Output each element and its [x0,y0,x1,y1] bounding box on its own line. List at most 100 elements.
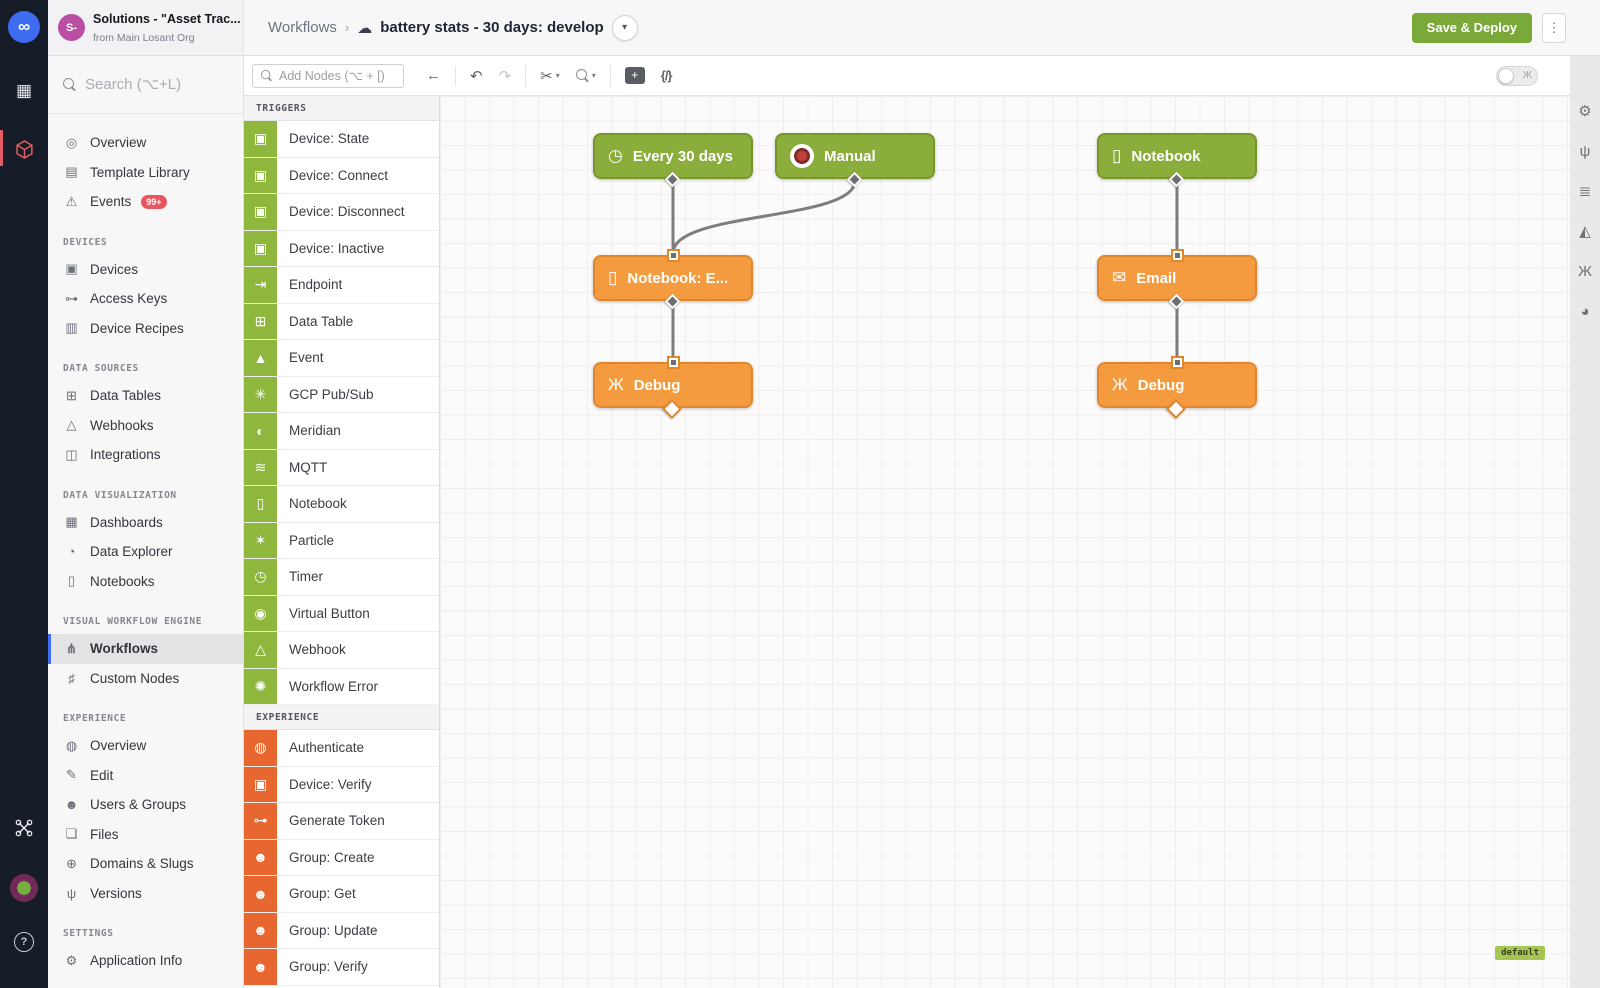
sidebar-item-users-groups[interactable]: ☻Users & Groups [48,790,243,820]
sidebar-item-domains-slugs[interactable]: ⊕Domains & Slugs [48,849,243,879]
palette-node-label: Device: Connect [289,167,389,183]
workflow-versions-icon[interactable]: ψ [1579,143,1591,160]
palette-node-mqtt[interactable]: ≋MQTT [244,449,439,486]
payload-braces-icon[interactable]: {/} [653,68,680,83]
save-deploy-button[interactable]: Save & Deploy [1411,12,1532,43]
palette-node-timer[interactable]: ◷Timer [244,559,439,596]
sidebar-item-custom-nodes[interactable]: ♯Custom Nodes [48,664,243,694]
sidebar-item-overview[interactable]: ◍Overview [48,731,243,761]
sidebar-item-integrations[interactable]: ◫Integrations [48,440,243,470]
node-notebook-execute[interactable]: ▯Notebook: E... [593,249,753,310]
device-recipes-icon: ▥ [65,320,78,336]
access-keys-icon: ⊶ [65,290,78,306]
sidebar-item-label: Users & Groups [90,797,187,813]
input-port[interactable] [666,356,680,369]
rail-organization-button[interactable] [0,817,48,839]
workflow-storage-icon[interactable]: ≣ [1578,183,1592,200]
palette-node-device-connect[interactable]: ▣Device: Connect [244,157,439,194]
palette-node-group-verify[interactable]: ☻Group: Verify [244,949,439,986]
rail-application-button[interactable] [0,138,48,160]
palette-node-device-state[interactable]: ▣Device: State [244,121,439,158]
debug-mode-toggle[interactable]: Ж [1496,65,1538,86]
rail-user-avatar[interactable] [0,874,48,902]
sidebar-item-application-info[interactable]: ⚙Application Info [48,946,243,976]
losant-logo[interactable]: ∞ [0,11,48,43]
group-update-icon: ☻ [244,912,277,948]
palette-node-endpoint[interactable]: ⇥Endpoint [244,267,439,304]
workflow-menu-button[interactable]: ⋮ [1542,12,1566,43]
sidebar-search-input[interactable] [85,76,228,93]
palette-node-gcp-pub-sub[interactable]: ✳GCP Pub/Sub [244,376,439,413]
rail-help-button[interactable]: ? [0,932,48,952]
add-nodes-input[interactable] [279,68,396,83]
palette-node-device-inactive[interactable]: ▣Device: Inactive [244,230,439,267]
zoom-icon[interactable]: ▾ [568,69,604,82]
node-email[interactable]: ✉Email [1097,249,1257,310]
solution-switcher[interactable]: S- Solutions - "Asset Trac... from Main … [48,0,244,55]
sidebar-item-data-tables[interactable]: ⊞Data Tables [48,381,243,411]
sidebar-item-edit[interactable]: ✎Edit [48,761,243,791]
back-icon[interactable]: ← [418,67,449,84]
sidebar-item-webhooks[interactable]: △Webhooks [48,411,243,441]
palette-node-device-disconnect[interactable]: ▣Device: Disconnect [244,194,439,231]
palette-node-group-get[interactable]: ☻Group: Get [244,876,439,913]
palette-node-label: Meridian [289,423,341,439]
breadcrumb-workflows-link[interactable]: Workflows [268,19,337,36]
node-notebook-trigger[interactable]: ▯Notebook [1097,133,1257,188]
palette-node-generate-token[interactable]: ⊶Generate Token [244,803,439,840]
sidebar-search[interactable] [48,56,243,114]
palette-node-label: Device: Verify [289,776,372,792]
palette-node-data-table[interactable]: ⊞Data Table [244,303,439,340]
workflow-metrics-icon[interactable]: ◭ [1579,223,1591,240]
palette-node-workflow-error[interactable]: ✺Workflow Error [244,668,439,705]
cut-icon[interactable]: ✂▾ [532,67,568,85]
palette-node-group-create[interactable]: ☻Group: Create [244,839,439,876]
sidebar-item-label: Edit [90,767,114,783]
sidebar-item-files[interactable]: ❏Files [48,820,243,850]
palette-node-meridian[interactable]: ◐Meridian [244,413,439,450]
palette-node-label: Workflow Error [289,678,379,694]
workflow-settings-icon[interactable]: ⚙ [1578,103,1592,120]
workflow-version-dropdown[interactable]: ▾ [611,14,638,41]
sidebar-item-workflows[interactable]: ⋔Workflows [48,634,243,664]
sidebar-item-template-library[interactable]: ▤Template Library [48,158,243,188]
add-nodes-search[interactable] [252,63,404,88]
palette-node-particle[interactable]: ✶Particle [244,522,439,559]
sidebar-item-notebooks[interactable]: ▯Notebooks [48,567,243,597]
sidebar-item-access-keys[interactable]: ⊶Access Keys [48,284,243,314]
workflow-globe-icon[interactable]: ◕ [1580,303,1590,320]
edge-manual-to-notebook-execute[interactable] [671,179,857,255]
device-inactive-icon: ▣ [244,230,277,266]
sidebar-item-devices[interactable]: ▣Devices [48,255,243,285]
rail-dashboards-button[interactable]: ▦ [0,80,48,102]
palette-node-label: Device: State [289,131,370,147]
palette-node-group-update[interactable]: ☻Group: Update [244,912,439,949]
sidebar-item-data-explorer[interactable]: ◔Data Explorer [48,537,243,567]
sidebar-item-overview[interactable]: ◎Overview [48,128,243,158]
workflows-icon: ⋔ [66,640,77,656]
palette-node-webhook[interactable]: △Webhook [244,632,439,669]
sidebar-item-device-recipes[interactable]: ▥Device Recipes [48,314,243,344]
undo-icon[interactable]: ↶ [462,67,491,85]
input-port[interactable] [1170,249,1184,262]
annotation-icon[interactable]: + [617,67,653,84]
palette-node-label: Particle [289,532,335,548]
palette-node-authenticate[interactable]: ◍Authenticate [244,730,439,767]
node-every-30-days[interactable]: ◷Every 30 days [593,133,753,188]
palette-node-event[interactable]: ▲Event [244,340,439,377]
palette-node-device-verify[interactable]: ▣Device: Verify [244,766,439,803]
events-warning-icon: ⚠ [65,193,78,209]
sidebar-item-dashboards[interactable]: ▦Dashboards [48,508,243,538]
input-port[interactable] [1170,356,1184,369]
dashboards-icon: ▦ [65,514,78,530]
input-port[interactable] [666,249,680,262]
palette-node-notebook[interactable]: ▯Notebook [244,486,439,523]
palette-node-virtual-button[interactable]: ◉Virtual Button [244,595,439,632]
node-manual[interactable]: Manual [775,133,935,188]
workflow-debug-icon[interactable]: Ж [1578,263,1592,280]
